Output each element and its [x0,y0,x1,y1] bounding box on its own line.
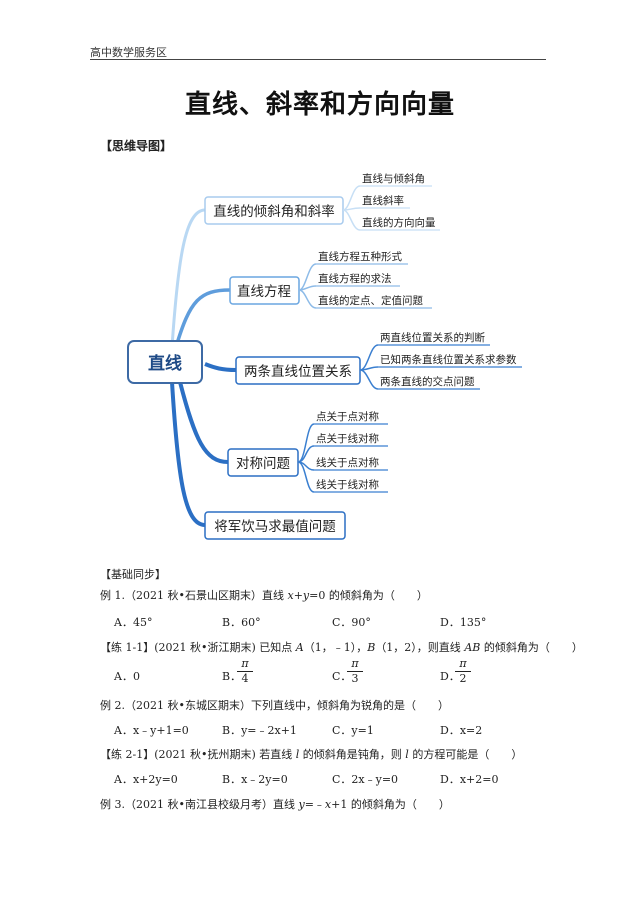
p21-option-b: B．x﹣2y=0 [222,773,288,786]
p11-option-c: C． [332,670,352,683]
branch-1-subconnectors [342,185,361,231]
p21-option-a: A．x+2y=0 [114,773,178,786]
leaf-4-4: 线关于线对称 [316,478,379,491]
p21-option-d: D．x+2=0 [440,773,499,786]
connector-branch-3 [204,362,237,372]
branch-label-2: 直线方程 [237,284,291,300]
p11-option-a: A．0 [114,670,140,683]
leaf-4-3: 线关于点对称 [316,456,379,469]
connector-branch-2 [174,288,231,348]
p11-option-b: B． [222,670,242,683]
branch-label-5: 将军饮马求最值问题 [214,519,336,535]
branch-2-subconnectors [298,263,317,309]
root-label: 直线 [148,353,182,374]
leaf-4-2: 点关于线对称 [316,432,379,445]
branch-label-1: 直线的倾斜角和斜率 [213,203,335,220]
q2-option-a: A．x﹣y+1=0 [114,724,189,737]
practice-1-1-stem: 【练 1-1】(2021 秋•浙江期末) 已知点 A（1，﹣1），B（1，2），… [100,641,583,654]
connector-branch-1 [170,208,206,348]
leaf-2-1: 直线方程五种形式 [318,250,402,263]
branch-label-4: 对称问题 [236,456,290,472]
q1-option-c: C．90° [332,616,371,629]
question-2-stem: 例 2.（2021 秋•东城区期末）下列直线中，倾斜角为锐角的是（ ） [100,699,449,712]
p21-option-c: C．2x﹣y=0 [332,773,399,786]
leaf-2-2: 直线方程的求法 [318,272,392,285]
branch-4-subconnectors [297,423,315,493]
mind-map: 直线 直线的倾斜角和斜率 直线与倾斜角 直线斜率 直线的方向向量 直线方程 直线… [127,172,522,540]
practice-2-1-stem: 【练 2-1】(2021 秋•抚州期末) 若直线 l 的倾斜角是钝角，则 l 的… [100,748,523,761]
connector-branch-5 [170,381,206,527]
question-3-stem: 例 3.（2021 秋•南江县校级月考）直线 y=﹣x+1 的倾斜角为（ ） [100,798,450,811]
header-divider [90,59,546,60]
q1-option-a: A．45° [114,616,153,629]
q1-option-b: B．60° [222,616,261,629]
leaf-3-1: 两直线位置关系的判断 [380,331,485,344]
q2-option-c: C．y=1 [332,724,374,737]
leaf-4-1: 点关于点对称 [316,410,379,423]
p11-option-d: D． [440,670,460,683]
root-node [127,340,203,384]
question-1-stem: 例 1.（2021 秋•石景山区期末）直线 x+y=0 的倾斜角为（ ） [100,589,428,602]
branch-label-3: 两条直线位置关系 [244,363,352,380]
leaf-3-2: 已知两条直线位置关系求参数 [380,353,517,366]
section-mindmap-label: 【思维导图】 [100,139,173,153]
q2-option-d: D．x=2 [440,724,483,737]
q2-option-b: B．y=﹣2x+1 [222,724,297,737]
page-header: 高中数学服务区 [90,46,167,59]
page-title: 直线、斜率和方向向量 [184,90,455,120]
leaf-1-3: 直线的方向向量 [362,216,436,229]
leaf-1-2: 直线斜率 [362,194,404,207]
q1-option-d: D．135° [440,616,487,629]
leaf-3-3: 两条直线的交点问题 [380,375,475,388]
section-basic-label: 【基础同步】 [100,568,166,581]
branch-3-subconnectors [359,344,379,390]
branch-node-5 [204,511,346,540]
leaf-1-1: 直线与倾斜角 [362,172,425,185]
leaf-2-3: 直线的定点、定值问题 [318,294,423,307]
connector-branch-4 [178,381,229,464]
